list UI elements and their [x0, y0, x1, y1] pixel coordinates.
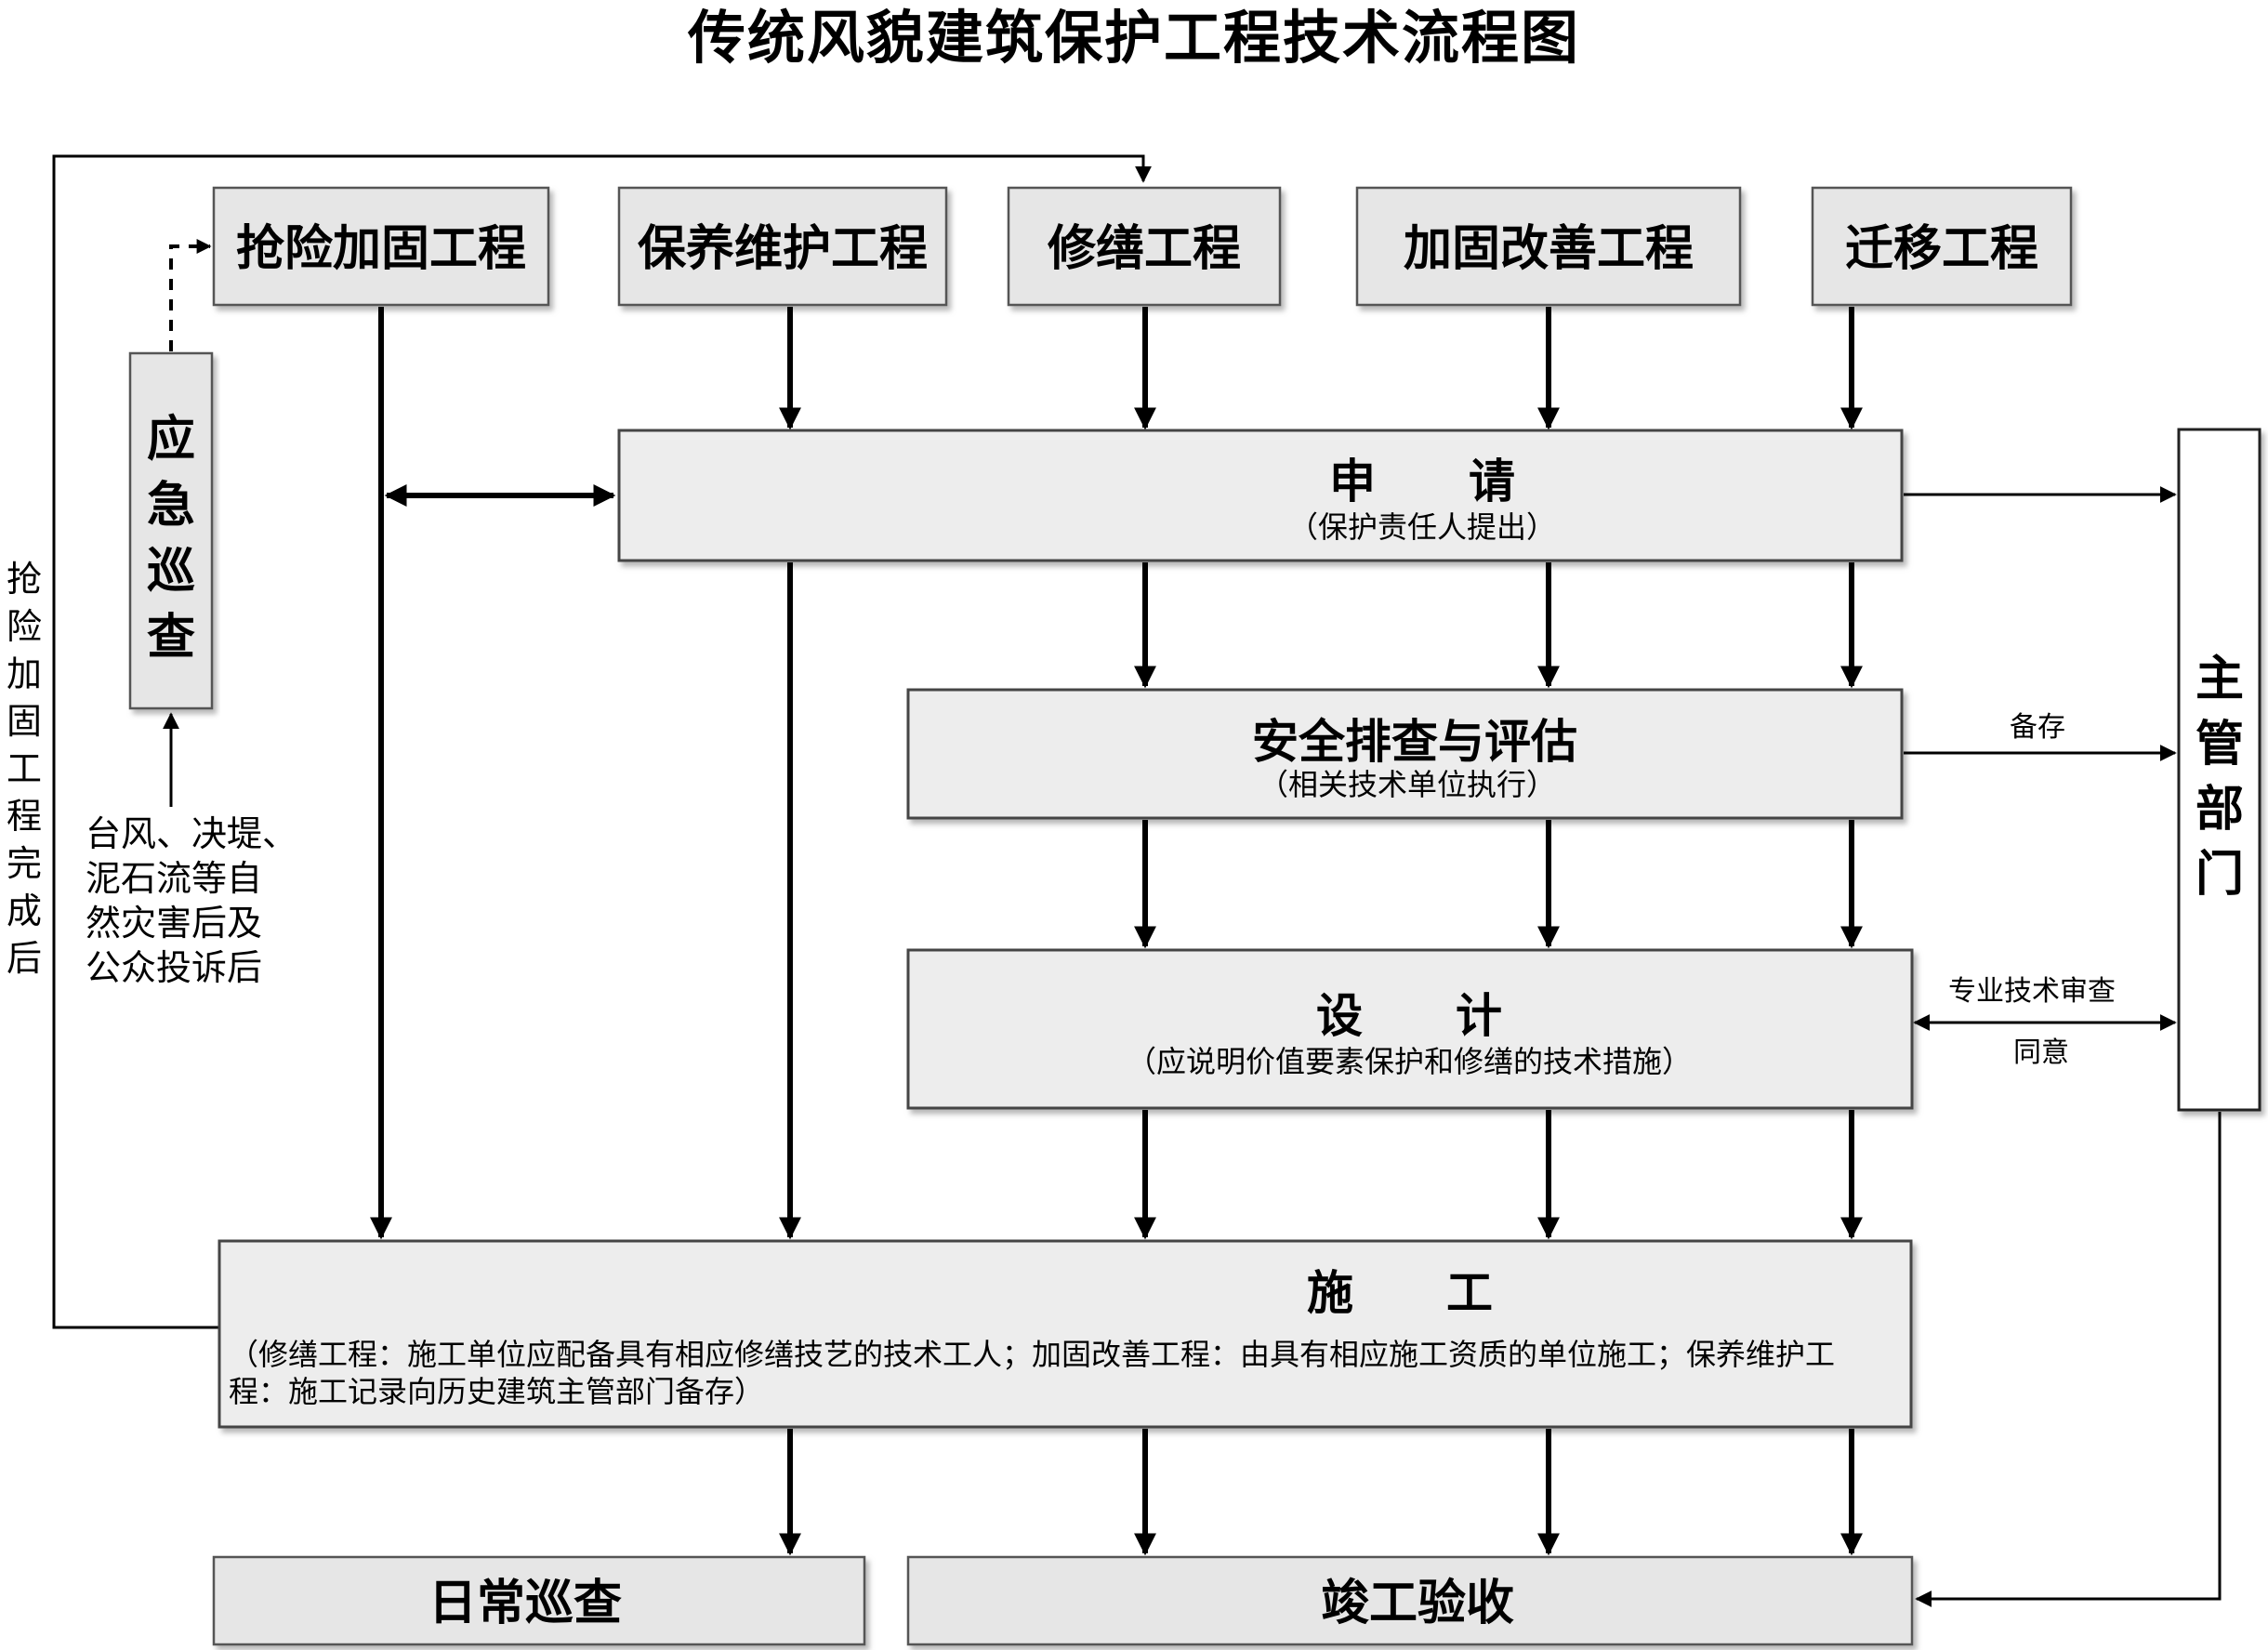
- svg-text:急: 急: [147, 477, 195, 534]
- box-daily-inspection: 日常巡查: [212, 1555, 866, 1646]
- svg-text:成: 成: [7, 891, 42, 931]
- svg-text:加固改善工程: 加固改善工程: [1404, 220, 1694, 277]
- svg-text:程：施工记录向历史建筑主管部门备存）: 程：施工记录向历史建筑主管部门备存）: [229, 1374, 764, 1409]
- box-design: 设 计 （应说明价值要素保护和修缮的技术措施）: [906, 948, 1914, 1110]
- svg-text:固: 固: [7, 701, 42, 742]
- box-application: 申 请 （保护责任人提出）: [617, 429, 1904, 562]
- box-emergency-reinforcement: 抢险加固工程: [212, 186, 550, 307]
- svg-text:（修缮工程：施工单位应配备具有相应修缮技艺的技术工人；加固改: （修缮工程：施工单位应配备具有相应修缮技艺的技术工人；加固改善工程：由具有相应施…: [229, 1337, 1835, 1372]
- authority-to-acceptance-arrow: [1915, 1112, 2222, 1607]
- svg-text:抢险加固工程: 抢险加固工程: [236, 220, 526, 277]
- flow-arrows-to-construction: [1134, 1110, 1863, 1240]
- svg-text:门: 门: [2195, 846, 2244, 903]
- svg-text:泥石流等自: 泥石流等自: [86, 858, 262, 899]
- box-authority: 主 管 部 门: [2177, 428, 2261, 1112]
- svg-text:保养维护工程: 保养维护工程: [638, 220, 928, 277]
- box-construction: 施 工 （修缮工程：施工单位应配备具有相应修缮技艺的技术工人；加固改善工程：由具…: [218, 1239, 1913, 1429]
- box-completion-acceptance: 竣工验收: [906, 1555, 1914, 1646]
- svg-text:主: 主: [2195, 651, 2244, 707]
- svg-text:申 请: 申 请: [1329, 454, 1515, 508]
- svg-text:设 计: 设 计: [1316, 988, 1502, 1043]
- svg-text:（相关技术单位执行）: （相关技术单位执行）: [1259, 767, 1556, 802]
- disaster-note: 台风、决堤、 泥石流等自 然灾害后及 公众投诉后: [86, 813, 297, 988]
- svg-text:工: 工: [7, 748, 42, 789]
- flow-arrows-to-safety: [1134, 562, 1863, 689]
- svg-text:查: 查: [147, 609, 195, 666]
- flow-arrows-to-application: [779, 307, 1863, 430]
- box-relocation: 迁移工程: [1811, 186, 2073, 307]
- svg-text:公众投诉后: 公众投诉后: [86, 947, 262, 988]
- diagram-title: 传统风貌建筑保护工程技术流程图: [687, 4, 1580, 72]
- svg-text:程: 程: [7, 796, 42, 837]
- svg-text:完: 完: [7, 843, 42, 884]
- svg-text:迁移工程: 迁移工程: [1845, 220, 2038, 277]
- svg-text:然灾害后及: 然灾害后及: [86, 903, 262, 944]
- flow-arrows-to-design: [1134, 820, 1863, 949]
- svg-text:日常巡查: 日常巡查: [429, 1575, 622, 1631]
- svg-text:抢: 抢: [7, 559, 42, 600]
- box-repair: 修缮工程: [1007, 186, 1282, 307]
- svg-text:台风、决堤、: 台风、决堤、: [86, 813, 297, 854]
- review-label: 专业技术审查: [1948, 975, 2116, 1008]
- box-safety-assessment: 安全排查与评估 （相关技术单位执行）: [906, 688, 1904, 820]
- svg-text:竣工验收: 竣工验收: [1321, 1575, 1514, 1631]
- svg-text:巡: 巡: [147, 543, 195, 600]
- loop-label: 抢 险 加 固 工 程 完 成 后: [7, 559, 42, 979]
- svg-text:修缮工程: 修缮工程: [1048, 220, 1241, 277]
- svg-text:后: 后: [7, 938, 42, 979]
- box-reinforce-improve: 加固改善工程: [1355, 186, 1742, 307]
- svg-text:（应说明价值要素保护和修缮的技术措施）: （应说明价值要素保护和修缮的技术措施）: [1127, 1044, 1692, 1079]
- svg-text:应: 应: [147, 411, 195, 468]
- svg-text:安全排查与评估: 安全排查与评估: [1252, 714, 1577, 769]
- svg-text:部: 部: [2195, 781, 2244, 838]
- svg-text:施 工: 施 工: [1307, 1265, 1493, 1320]
- approve-label: 同意: [2013, 1036, 2069, 1069]
- svg-text:管: 管: [2195, 716, 2244, 772]
- box-maintenance: 保养维护工程: [617, 186, 948, 307]
- box-emergency-inspection: 应 急 巡 查: [128, 351, 214, 710]
- svg-text:（保护责任人提出）: （保护责任人提出）: [1288, 509, 1556, 545]
- dashed-connector: [169, 239, 212, 351]
- svg-text:险: 险: [7, 606, 42, 647]
- loop-connector: [52, 154, 1152, 1329]
- svg-text:加: 加: [7, 653, 42, 694]
- flow-arrows-to-bottom: [779, 1429, 1863, 1556]
- backup-label: 备存: [2010, 711, 2065, 744]
